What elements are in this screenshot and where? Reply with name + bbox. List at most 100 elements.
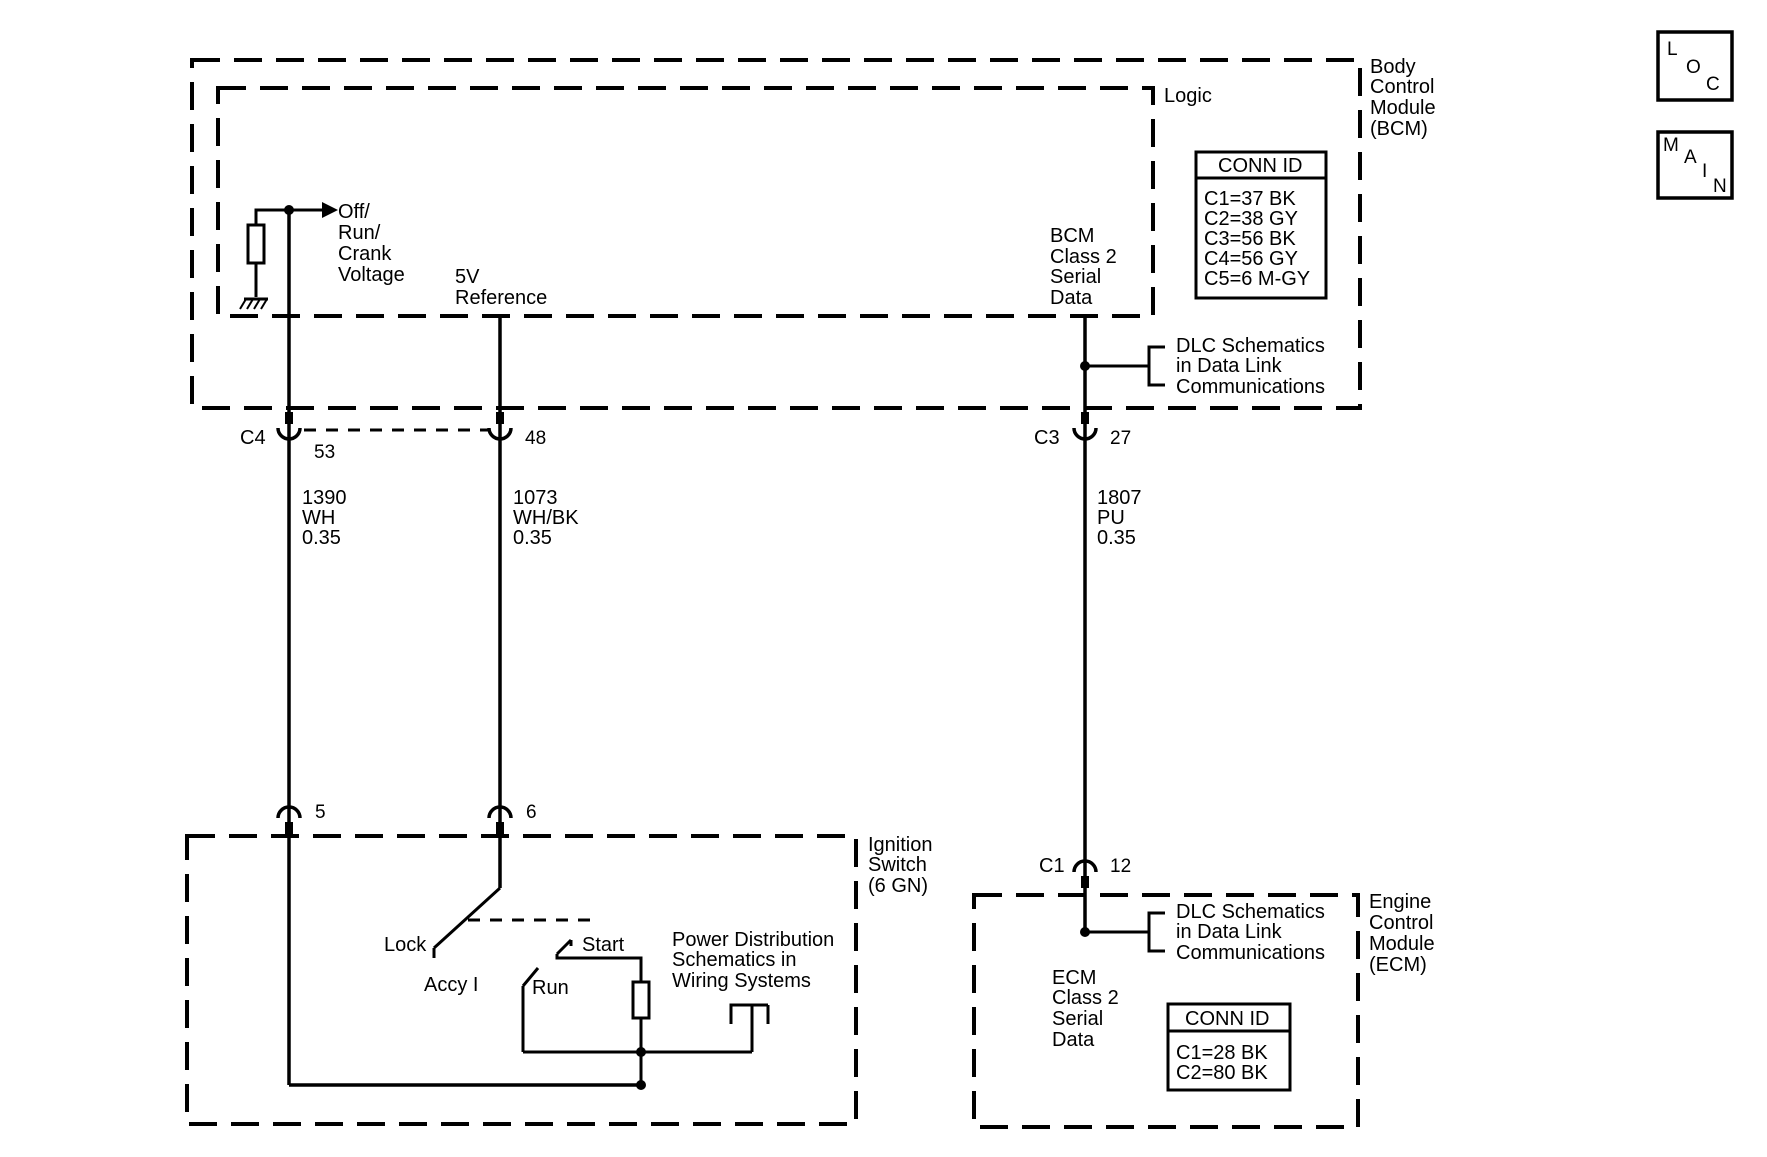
svg-text:Serial: Serial bbox=[1052, 1008, 1103, 1030]
svg-text:6: 6 bbox=[526, 802, 537, 823]
svg-text:5V: 5V bbox=[455, 266, 480, 288]
svg-text:Class 2: Class 2 bbox=[1052, 987, 1119, 1009]
svg-text:Ignition: Ignition bbox=[868, 834, 933, 856]
wire-label-1073: 1073 WH/BK 0.35 bbox=[513, 487, 579, 549]
ecm-conn-id-table: CONN ID C1=28 BK C2=80 BK bbox=[1166, 1002, 1292, 1092]
svg-text:1073: 1073 bbox=[513, 487, 558, 509]
ecm-dlc-reference: DLC Schematics in Data Link Communicatio… bbox=[1080, 901, 1325, 964]
bcm-logic-outline bbox=[216, 86, 1155, 318]
bcm-title: Body Control Module (BCM) bbox=[1370, 56, 1436, 140]
svg-text:C4=56 GY: C4=56 GY bbox=[1204, 248, 1298, 270]
svg-text:Data: Data bbox=[1052, 1029, 1095, 1051]
svg-text:Power Distribution: Power Distribution bbox=[672, 929, 834, 951]
main-nav-button[interactable]: M A I N bbox=[1656, 130, 1734, 200]
svg-text:M: M bbox=[1663, 135, 1679, 156]
svg-text:WH/BK: WH/BK bbox=[513, 507, 579, 529]
off-run-crank-input: Off/ Run/ Crank Voltage bbox=[239, 201, 405, 310]
wire-label-1807: 1807 PU 0.35 bbox=[1097, 487, 1142, 549]
svg-text:I: I bbox=[1702, 161, 1707, 182]
svg-text:Start: Start bbox=[582, 934, 625, 956]
svg-text:Accy I: Accy I bbox=[424, 974, 478, 996]
ref-5v-label: 5V Reference bbox=[455, 266, 547, 309]
svg-text:27: 27 bbox=[1110, 428, 1131, 449]
connector-c4-pin-48: 48 bbox=[487, 412, 546, 449]
svg-text:N: N bbox=[1713, 176, 1727, 197]
svg-text:Wiring Systems: Wiring Systems bbox=[672, 970, 811, 992]
connector-ign-pin-6: 6 bbox=[487, 802, 537, 834]
ignition-switch-title: Ignition Switch (6 GN) bbox=[868, 834, 933, 897]
power-distribution-reference: Power Distribution Schematics in Wiring … bbox=[672, 929, 834, 1052]
svg-text:(6 GN): (6 GN) bbox=[868, 875, 928, 897]
wire-label-1390: 1390 WH 0.35 bbox=[302, 487, 347, 549]
ecm-module: Engine Control Module (ECM) DLC Schemati… bbox=[972, 891, 1435, 1129]
svg-text:Control: Control bbox=[1370, 76, 1434, 98]
svg-text:Lock: Lock bbox=[384, 934, 427, 956]
connector-c1: C1 12 bbox=[1039, 855, 1131, 888]
svg-text:5: 5 bbox=[315, 802, 326, 823]
svg-text:C1=37 BK: C1=37 BK bbox=[1204, 188, 1296, 210]
svg-text:0.35: 0.35 bbox=[513, 527, 552, 549]
svg-text:C3: C3 bbox=[1034, 427, 1060, 449]
svg-text:12: 12 bbox=[1110, 856, 1131, 877]
bcm-module: Body Control Module (BCM) Logic Off/ Run… bbox=[190, 56, 1436, 410]
ecm-serial-data-label: ECM Class 2 Serial Data bbox=[1052, 967, 1119, 1051]
svg-text:C5=6 M-GY: C5=6 M-GY bbox=[1204, 268, 1310, 290]
svg-text:in Data Link: in Data Link bbox=[1176, 355, 1283, 377]
ignition-switch-outline bbox=[185, 834, 858, 1126]
svg-text:PU: PU bbox=[1097, 507, 1125, 529]
svg-text:O: O bbox=[1686, 57, 1701, 78]
bcm-conn-id-table: CONN ID C1=37 BK C2=38 GY C3=56 BK C4=56… bbox=[1194, 150, 1328, 300]
svg-text:Body: Body bbox=[1370, 56, 1416, 78]
svg-text:Control: Control bbox=[1369, 912, 1433, 934]
svg-text:(BCM): (BCM) bbox=[1370, 118, 1428, 140]
svg-text:Voltage: Voltage bbox=[338, 264, 405, 286]
svg-text:Run: Run bbox=[532, 977, 569, 999]
svg-text:Communications: Communications bbox=[1176, 376, 1325, 398]
svg-text:L: L bbox=[1667, 39, 1678, 60]
svg-text:C: C bbox=[1706, 74, 1720, 95]
svg-text:Run/: Run/ bbox=[338, 222, 381, 244]
svg-text:1807: 1807 bbox=[1097, 487, 1142, 509]
svg-text:BCM: BCM bbox=[1050, 225, 1094, 247]
svg-text:DLC Schematics: DLC Schematics bbox=[1176, 335, 1325, 357]
svg-text:CONN ID: CONN ID bbox=[1185, 1008, 1269, 1030]
connector-ign-pin-5: 5 bbox=[276, 802, 326, 834]
svg-text:C1=28 BK: C1=28 BK bbox=[1176, 1042, 1268, 1064]
svg-text:WH: WH bbox=[302, 507, 335, 529]
svg-text:Switch: Switch bbox=[868, 854, 927, 876]
svg-text:Reference: Reference bbox=[455, 287, 547, 309]
svg-text:0.35: 0.35 bbox=[1097, 527, 1136, 549]
svg-text:48: 48 bbox=[525, 428, 546, 449]
svg-text:Module: Module bbox=[1370, 97, 1436, 119]
svg-text:Crank: Crank bbox=[338, 243, 392, 265]
svg-text:Data: Data bbox=[1050, 287, 1093, 309]
loc-nav-button[interactable]: L O C bbox=[1656, 30, 1734, 102]
svg-text:A: A bbox=[1684, 147, 1697, 168]
svg-text:C3=56 BK: C3=56 BK bbox=[1204, 228, 1296, 250]
svg-text:0.35: 0.35 bbox=[302, 527, 341, 549]
connector-c4: C4 53 bbox=[240, 412, 488, 463]
svg-text:C2=80 BK: C2=80 BK bbox=[1176, 1062, 1268, 1084]
svg-text:ECM: ECM bbox=[1052, 967, 1096, 989]
svg-text:Module: Module bbox=[1369, 933, 1435, 955]
svg-text:Off/: Off/ bbox=[338, 201, 370, 223]
bcm-outline bbox=[190, 58, 1362, 410]
svg-text:CONN ID: CONN ID bbox=[1218, 155, 1302, 177]
connector-c3: C3 27 bbox=[1034, 412, 1131, 449]
svg-text:Serial: Serial bbox=[1050, 266, 1101, 288]
svg-text:1390: 1390 bbox=[302, 487, 347, 509]
ecm-outline bbox=[972, 893, 1360, 1129]
ignition-switch: Ignition Switch (6 GN) Lock Accy I Start… bbox=[185, 834, 933, 1126]
svg-text:C4: C4 bbox=[240, 427, 266, 449]
svg-text:Communications: Communications bbox=[1176, 942, 1325, 964]
logic-label: Logic bbox=[1164, 85, 1212, 107]
svg-text:in Data Link: in Data Link bbox=[1176, 921, 1283, 943]
ecm-title: Engine Control Module (ECM) bbox=[1369, 891, 1435, 976]
svg-text:DLC Schematics: DLC Schematics bbox=[1176, 901, 1325, 923]
svg-text:Engine: Engine bbox=[1369, 891, 1431, 913]
svg-text:C1: C1 bbox=[1039, 855, 1065, 877]
svg-text:Class 2: Class 2 bbox=[1050, 246, 1117, 268]
bcm-dlc-reference: DLC Schematics in Data Link Communicatio… bbox=[1080, 335, 1325, 398]
svg-text:Schematics in: Schematics in bbox=[672, 949, 797, 971]
